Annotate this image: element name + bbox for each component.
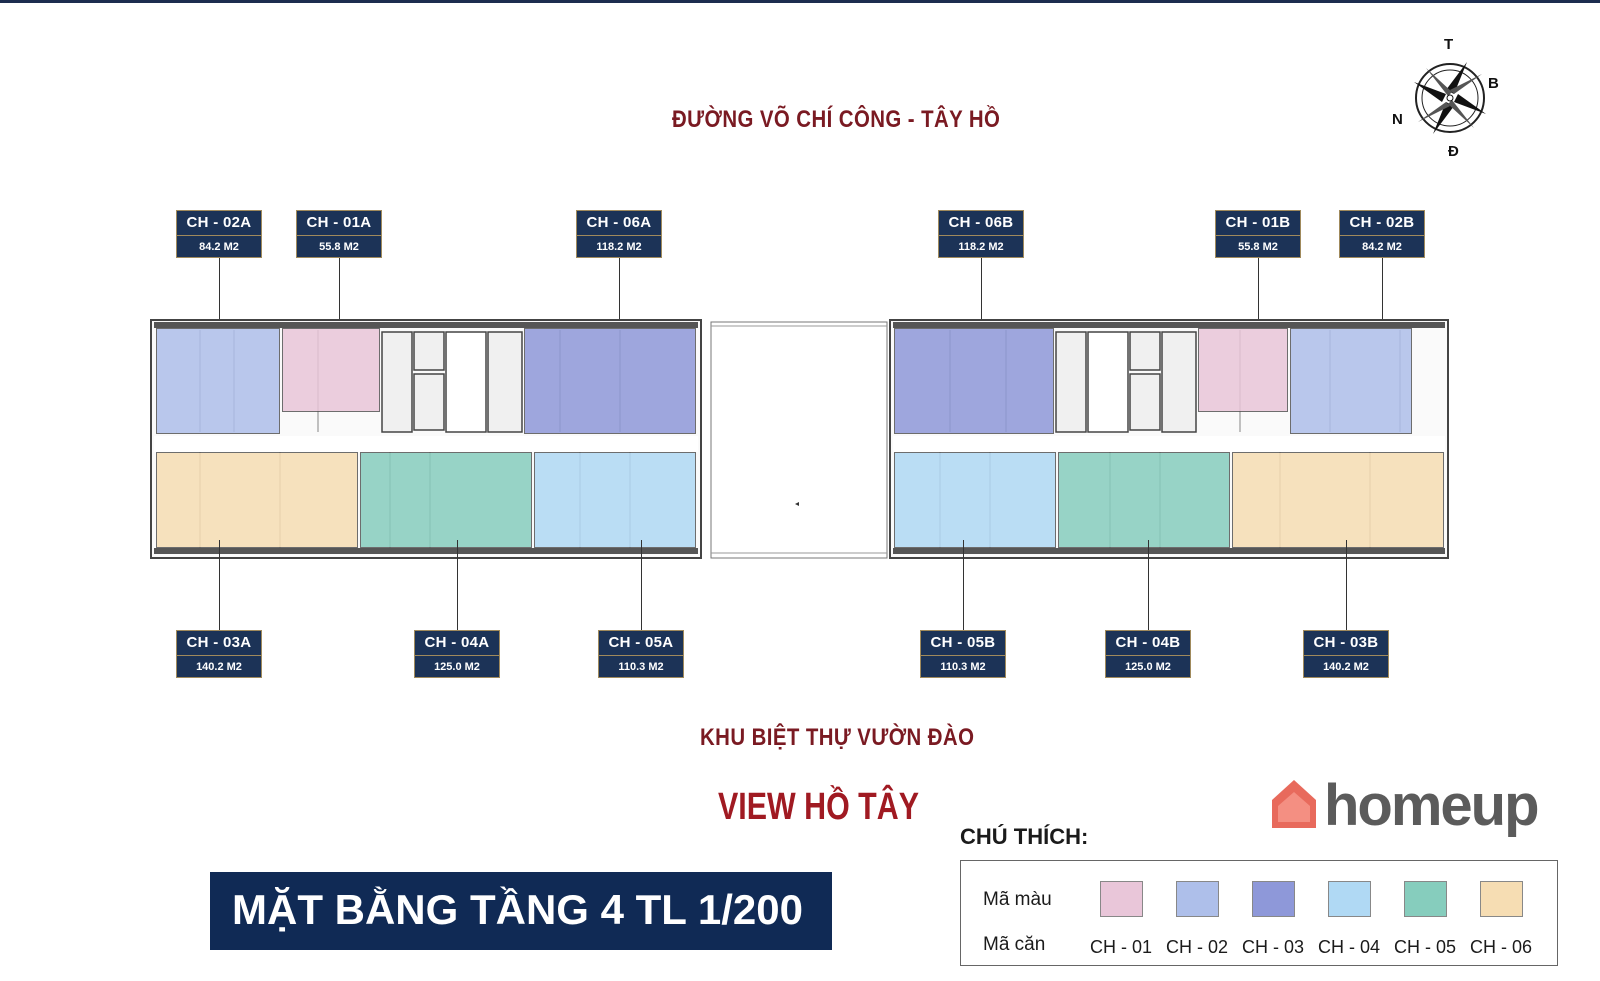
floor-plan [150,312,1450,574]
unit-code: CH - 01A [297,211,381,236]
unit-area: 55.8 M2 [1238,241,1278,253]
leader-line [457,540,458,632]
unit-label-05b: CH - 05B 110.3 M2 [920,630,1006,678]
unit-code: CH - 04B [1106,631,1190,656]
logo-text: homeup [1324,773,1540,838]
unit-ch-02b [1290,328,1412,434]
unit-area: 118.2 M2 [596,241,642,253]
unit-label-05a: CH - 05A 110.3 M2 [598,630,684,678]
unit-label-03b: CH - 03B 140.2 M2 [1303,630,1389,678]
unit-label-01a: CH - 01A 55.8 M2 [296,210,382,258]
legend-swatch-02 [1176,881,1219,917]
unit-label-03a: CH - 03A 140.2 M2 [176,630,262,678]
unit-code: CH - 06B [939,211,1023,236]
unit-area: 84.2 M2 [199,241,239,253]
unit-ch-01a [282,328,380,412]
compass-west: N [1392,111,1403,128]
unit-ch-03a [156,452,358,548]
compass-icon: T B N Đ [1392,36,1499,160]
legend-title: CHÚ THÍCH: [960,824,1089,849]
leader-line [981,258,982,338]
legend-code-01: CH - 01 [1089,937,1152,957]
compass-east: B [1488,75,1499,92]
unit-ch-05a [534,452,696,548]
leader-line [1346,540,1347,632]
leader-line [1382,258,1383,348]
unit-ch-04b [1058,452,1230,548]
leader-line [1258,258,1259,338]
unit-area: 140.2 M2 [1323,661,1369,673]
unit-area: 125.0 M2 [434,661,480,673]
unit-code: CH - 05B [921,631,1005,656]
unit-area: 125.0 M2 [1125,661,1171,673]
top-border [0,0,1600,3]
compass-south: Đ [1448,143,1459,160]
leader-line [219,540,220,632]
unit-label-01b: CH - 01B 55.8 M2 [1215,210,1301,258]
legend-swatch-04 [1328,881,1371,917]
unit-code: CH - 05A [599,631,683,656]
unit-label-04a: CH - 04A 125.0 M2 [414,630,500,678]
unit-code: CH - 01B [1216,211,1300,236]
unit-area: 110.3 M2 [618,661,664,673]
unit-code: CH - 03A [177,631,261,656]
unit-code: CH - 02B [1340,211,1424,236]
view-label: VIEW HỒ TÂY [718,786,919,828]
unit-area: 140.2 M2 [196,661,242,673]
unit-label-06a: CH - 06A 118.2 M2 [576,210,662,258]
street-label-bottom: KHU BIỆT THỰ VƯỜN ĐÀO [700,724,975,751]
leader-line [619,258,620,338]
legend-swatch-01 [1100,881,1143,917]
unit-label-02b: CH - 02B 84.2 M2 [1339,210,1425,258]
leader-line [339,258,340,338]
unit-label-02a: CH - 02A 84.2 M2 [176,210,262,258]
legend: Mã màu Mã căn CH - 01 CH - 02 CH - 03 CH… [960,860,1558,966]
legend-code-03: CH - 03 [1241,937,1304,957]
street-label-top: ĐƯỜNG VÕ CHÍ CÔNG - TÂY HỒ [672,106,1001,133]
page-title: MẶT BẰNG TẦNG 4 TL 1/200 [232,886,803,933]
compass-north: T [1444,36,1453,53]
unit-ch-06a [524,328,696,434]
unit-ch-02a [156,328,280,434]
legend-code-04: CH - 04 [1317,937,1380,957]
leader-line [1148,540,1149,632]
unit-area: 110.3 M2 [940,661,986,673]
legend-color-label: Mã màu [983,889,1052,910]
legend-swatch-03 [1252,881,1295,917]
unit-ch-01b [1198,328,1288,412]
page-title-banner: MẶT BẰNG TẦNG 4 TL 1/200 [210,872,832,950]
unit-code: CH - 06A [577,211,661,236]
leader-line [641,540,642,632]
unit-area: 118.2 M2 [958,241,1004,253]
homeup-logo [1272,780,1316,828]
unit-code: CH - 04A [415,631,499,656]
unit-ch-06b [894,328,1054,434]
legend-code-label: Mã căn [983,934,1046,955]
leader-line [219,258,220,348]
unit-area: 84.2 M2 [1362,241,1402,253]
unit-label-06b: CH - 06B 118.2 M2 [938,210,1024,258]
unit-code: CH - 03B [1304,631,1388,656]
legend-code-06: CH - 06 [1469,937,1532,957]
unit-area: 55.8 M2 [319,241,359,253]
unit-ch-04a [360,452,532,548]
unit-ch-05b [894,452,1056,548]
leader-line [963,540,964,632]
unit-label-04b: CH - 04B 125.0 M2 [1105,630,1191,678]
unit-code: CH - 02A [177,211,261,236]
legend-swatch-05 [1404,881,1447,917]
legend-swatch-06 [1480,881,1523,917]
unit-ch-03b [1232,452,1444,548]
legend-code-05: CH - 05 [1393,937,1456,957]
legend-code-02: CH - 02 [1165,937,1228,957]
